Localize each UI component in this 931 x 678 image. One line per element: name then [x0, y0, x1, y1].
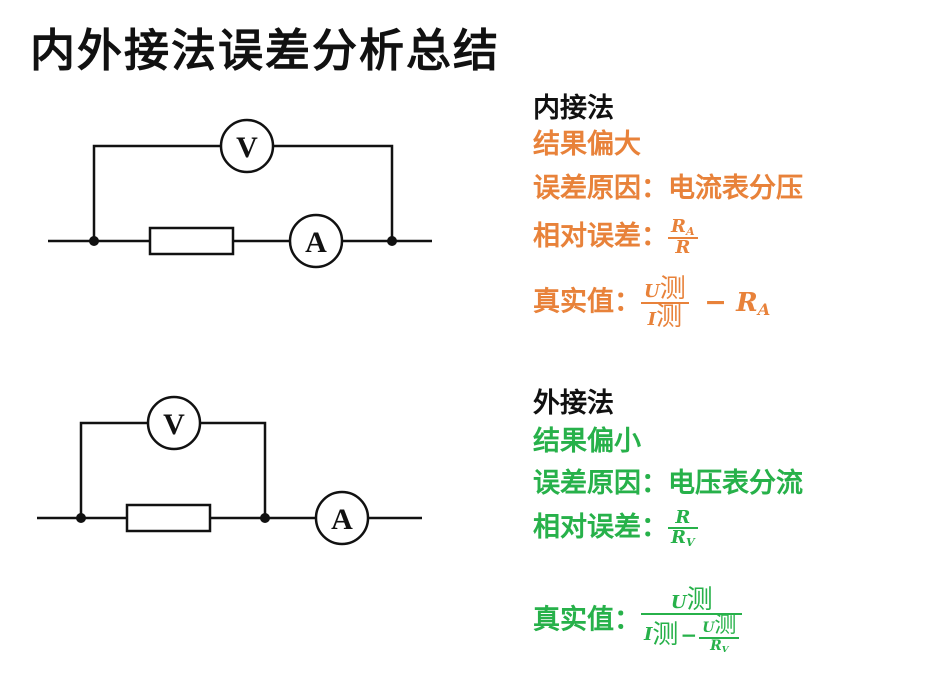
- outer-rel-den-sub: V: [685, 535, 695, 549]
- outer-tv-inner-num-sub: 测: [714, 613, 737, 638]
- inner-ammeter-label: A: [305, 226, 327, 259]
- outer-branch-right: [200, 421, 267, 518]
- outer-tv-inner-den: R: [710, 638, 722, 654]
- inner-rel-num: R: [671, 216, 686, 237]
- inner-circuit: [48, 118, 432, 269]
- outer-rel-den: R: [671, 527, 686, 548]
- inner-tv-num: U: [644, 281, 660, 302]
- outer-true-label: 真实值：: [533, 604, 641, 636]
- outer-ammeter-label: A: [331, 503, 353, 536]
- inner-branch-left: [92, 144, 221, 241]
- outer-tv-num: U: [670, 592, 687, 613]
- inner-rel-label: 相对误差：: [533, 220, 668, 252]
- inner-resistor: [148, 226, 235, 256]
- outer-tv-den-i: I: [644, 623, 653, 645]
- outer-circuit: [37, 395, 422, 546]
- outer-tv-den-i-sub: 测: [652, 619, 679, 650]
- outer-relative-error: 相对误差： R RV: [533, 509, 698, 548]
- inner-rel-num-sub: A: [685, 224, 695, 238]
- inner-tv-ra: RA: [736, 287, 771, 319]
- inner-branch-right: [273, 144, 394, 241]
- outer-result: 结果偏小: [533, 426, 641, 457]
- inner-tv-minus: −: [704, 286, 727, 318]
- circuit-diagrams: V A V A: [37, 118, 432, 546]
- inner-voltmeter-label: V: [236, 131, 258, 164]
- inner-relative-error: 相对误差： RA R: [533, 218, 698, 257]
- inner-rel-fraction: RA R: [668, 218, 698, 257]
- inner-tv-den: I: [647, 309, 657, 330]
- inner-node-right: [387, 236, 397, 246]
- inner-result: 结果偏大: [533, 129, 641, 160]
- outer-node-right: [260, 513, 270, 523]
- page-title: 内外接法误差分析总结: [30, 24, 501, 77]
- inner-tv-num-sub: 测: [659, 274, 686, 304]
- outer-heading: 外接法: [533, 388, 614, 419]
- outer-rel-num: R: [675, 507, 691, 528]
- outer-tv-inner-num: U: [702, 620, 715, 636]
- inner-tv-den-sub: 测: [656, 302, 683, 332]
- inner-node-left: [89, 236, 99, 246]
- inner-tv-ra-r: R: [736, 287, 758, 318]
- inner-tv-ra-sub: A: [757, 299, 771, 319]
- inner-true-label: 真实值：: [533, 286, 641, 318]
- outer-resistor: [125, 503, 212, 533]
- outer-tv-inner-den-sub: V: [721, 645, 729, 656]
- inner-cause: 误差原因：电流表分压: [533, 173, 803, 204]
- outer-rel-label: 相对误差：: [533, 511, 668, 543]
- inner-true-value: 真实值： U测 I测 − RA: [533, 276, 770, 330]
- inner-heading: 内接法: [533, 93, 614, 124]
- outer-node-left: [76, 513, 86, 523]
- outer-tv-num-sub: 测: [686, 585, 713, 615]
- inner-rel-den: R: [675, 236, 691, 258]
- inner-tv-fraction: U测 I测: [641, 276, 689, 330]
- outer-voltmeter-label: V: [163, 408, 185, 441]
- outer-cause: 误差原因：电压表分流: [533, 468, 803, 499]
- outer-tv-minus: −: [680, 622, 698, 647]
- outer-tv-inner-fraction: U测 RV: [699, 613, 740, 656]
- outer-rel-fraction: R RV: [668, 509, 698, 548]
- outer-branch-left: [79, 421, 148, 518]
